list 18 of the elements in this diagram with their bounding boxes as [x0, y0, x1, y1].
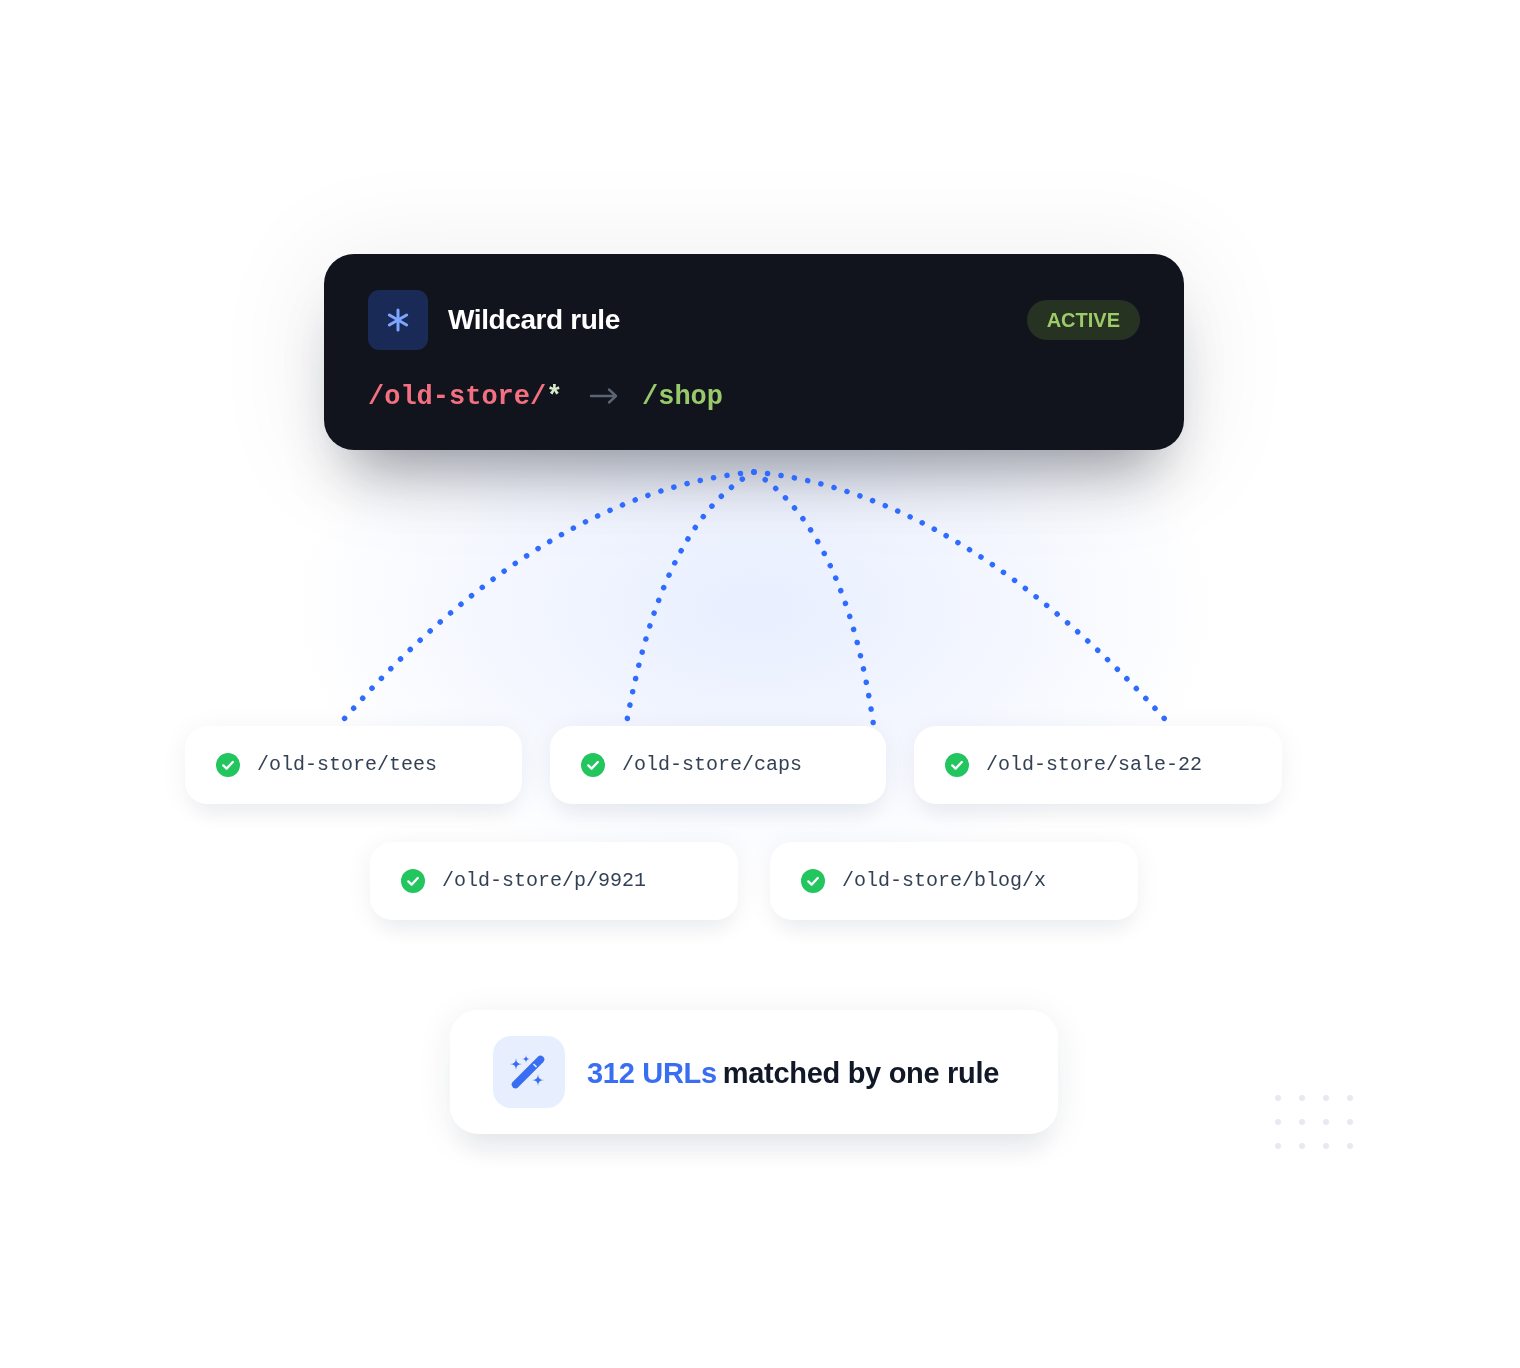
url-path: /old-store/tees	[257, 753, 438, 777]
summary-text: matched by one rule	[722, 1056, 1000, 1091]
url-path: /old-store/caps	[622, 753, 803, 777]
summary-card	[450, 1010, 1058, 1134]
card-title: Wildcard rule	[448, 303, 620, 337]
url-card	[370, 842, 738, 920]
url-card	[770, 842, 1138, 920]
url-path: /old-store/blog/x	[842, 869, 1047, 893]
status-badge: ACTIVE	[1026, 300, 1140, 340]
url-card	[185, 726, 522, 804]
url-path: /old-store/p/9921	[442, 869, 647, 893]
target-path: /shop	[642, 381, 723, 414]
url-card	[914, 726, 1282, 804]
rule-card	[324, 254, 1184, 450]
match-count: 312 URLs	[587, 1056, 717, 1091]
source-path: /old-store/*	[368, 381, 563, 414]
url-card	[550, 726, 886, 804]
url-path: /old-store/sale-22	[986, 753, 1203, 777]
